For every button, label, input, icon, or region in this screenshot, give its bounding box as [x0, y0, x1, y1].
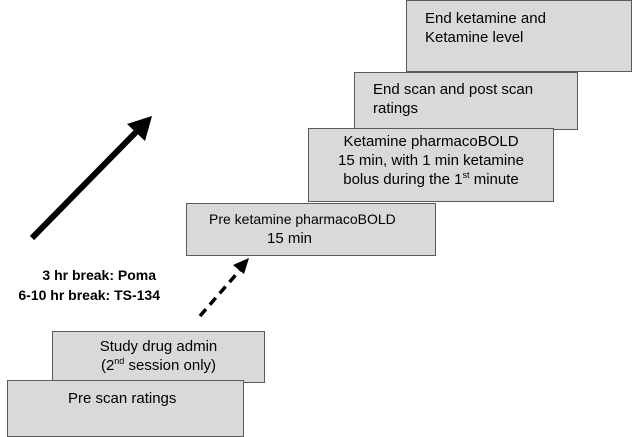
- step-end-ketamine-line1: End ketamine and: [425, 10, 546, 27]
- step-end-ketamine-box: End ketamine and Ketamine level: [406, 0, 632, 72]
- step-study-drug-line1: Study drug admin: [99, 338, 218, 355]
- step-ketamine-pharmacobold-line1: Ketamine pharmacoBOLD: [343, 133, 519, 150]
- step-end-scan-line1: End scan and post scan: [373, 81, 534, 98]
- step-ketamine-pharmacobold-box: Ketamine pharmacoBOLD 15 min, with 1 min…: [308, 128, 554, 202]
- step-pre-scan-box: Pre scan ratings: [7, 380, 244, 437]
- solid-arrow-icon: [29, 116, 152, 241]
- step-ketamine-pharmacobold-line3: bolus during the 1st minute: [343, 170, 519, 189]
- step-end-scan-box: End scan and post scan ratings: [354, 72, 578, 130]
- step-study-drug-line2: (2nd session only): [100, 356, 217, 375]
- step-pre-ketamine-box: Pre ketamine pharmacoBOLD 15 min: [186, 203, 436, 256]
- step-end-ketamine-line2: Ketamine level: [425, 29, 524, 46]
- break-ts134-text: 6-10 hr break: TS-134: [18, 287, 160, 303]
- break-durations-label: 3 hr break: Poma 6-10 hr break: TS-134: [0, 265, 160, 305]
- step-pre-ketamine-line2: 15 min: [267, 230, 313, 247]
- dashed-arrow-icon: [198, 258, 249, 318]
- break-poma-text: 3 hr break: Poma: [42, 267, 156, 283]
- step-pre-scan-line1: Pre scan ratings: [68, 390, 177, 407]
- step-ketamine-pharmacobold-line2: 15 min, with 1 min ketamine: [338, 152, 524, 169]
- step-end-scan-line2: ratings: [373, 100, 419, 117]
- step-study-drug-box: Study drug admin (2nd session only): [52, 331, 265, 383]
- step-pre-ketamine-line1: Pre ketamine pharmacoBOLD: [209, 211, 396, 227]
